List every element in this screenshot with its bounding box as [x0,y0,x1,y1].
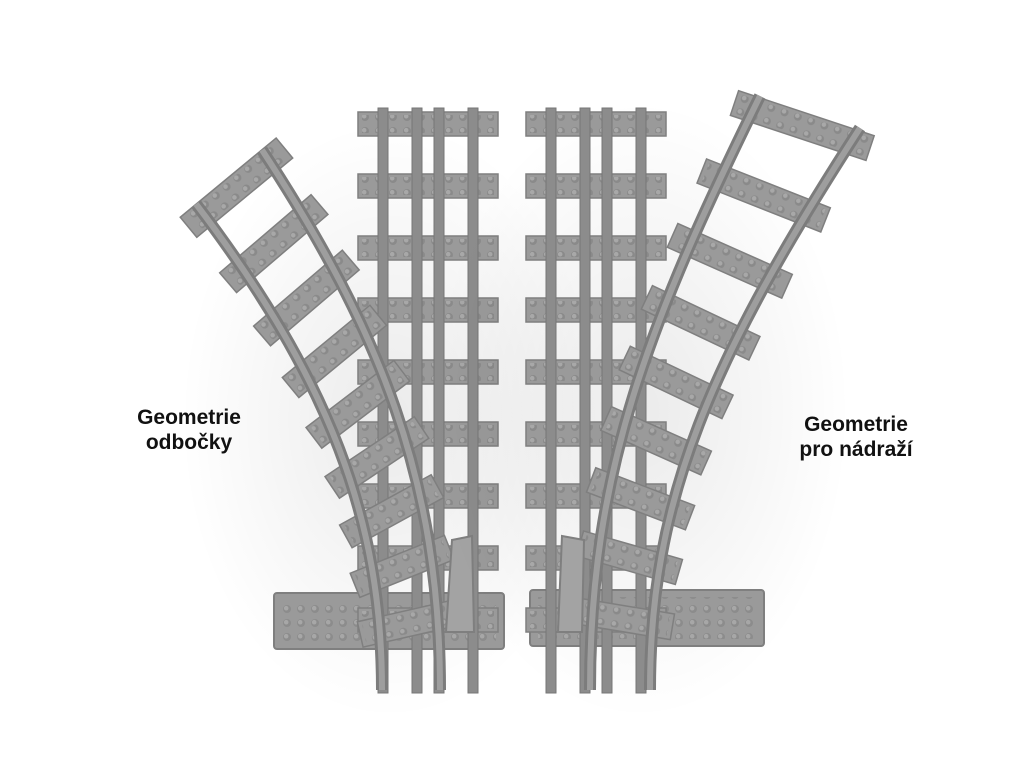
right-caption-line-1: Geometrie [804,413,908,436]
left-caption: Geometrie odbočky [116,405,262,455]
track-sleeper [666,222,794,300]
left-caption-line-2: odbočky [145,431,233,454]
right-caption: Geometrie pro nádraží [778,412,934,462]
track-sleeper [696,157,832,233]
right-caption-line-2: pro nádraží [799,438,913,461]
left-caption-line-1: Geometrie [137,406,241,429]
track-sleeper [729,89,876,162]
right-hand-track-switch-icon [430,89,876,720]
